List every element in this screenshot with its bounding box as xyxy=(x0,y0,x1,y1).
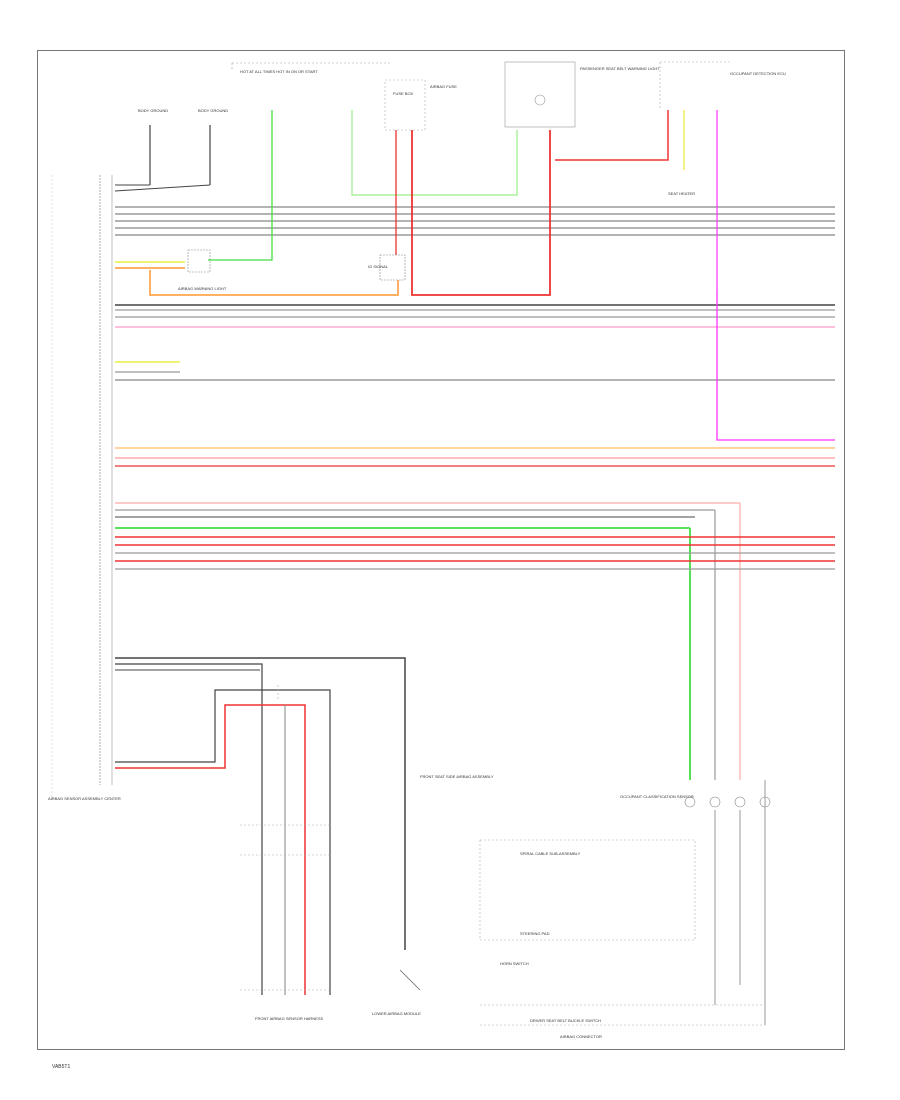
warning-light-box: AIRBAG WARNING LIGHT xyxy=(178,249,227,291)
seatbelt-buckle-label: DRIVER SEAT BELT BUCKLE SWITCH xyxy=(530,1018,601,1023)
sensor-b-label: BODY GROUND xyxy=(198,108,228,113)
front-sensor-harness-label: FRONT AIRBAG SENSOR HARNESS xyxy=(255,1016,323,1021)
side-airbag-group: FRONT SEAT SIDE AIRBAG ASSEMBLY LOWER AI… xyxy=(372,774,494,1016)
orange-label: AIRBAG WARNING LIGHT xyxy=(178,286,227,291)
fuse-box: FUSE BOX AIRBAG FUSE xyxy=(384,79,457,131)
ig-relay-box: IG SIGNAL xyxy=(368,254,406,281)
seat-heater-label: SEAT HEATER xyxy=(668,191,695,196)
lower-module-label: LOWER AIRBAG MODULE xyxy=(372,1011,421,1016)
top-grounds: BODY GROUND BODY GROUND xyxy=(114,108,228,192)
airbag-connector-label: AIRBAG CONNECTOR xyxy=(560,1034,602,1039)
side-airbag-label: FRONT SEAT SIDE AIRBAG ASSEMBLY xyxy=(420,774,494,779)
fuse-box-label: FUSE BOX xyxy=(393,91,414,96)
passenger-unit-box: PASSENGER SEAT BELT WARNING LIGHT xyxy=(504,61,660,128)
passenger-detect-box: OCCUPANT DETECTION ECU SEAT HEATER xyxy=(659,61,786,196)
steering-pad-label: STEERING PAD xyxy=(520,931,550,936)
passenger-unit-label: PASSENGER SEAT BELT WARNING LIGHT xyxy=(580,66,660,71)
spiral-cable-label: SPIRAL CABLE SUB-ASSEMBLY xyxy=(520,851,581,856)
occupant-sensor-label: OCCUPANT CLASSIFICATION SENSOR xyxy=(620,794,694,799)
bus-wires xyxy=(115,206,835,780)
passenger-detect-label: OCCUPANT DETECTION ECU xyxy=(730,71,786,76)
top-fuse-label: HOT AT ALL TIMES HOT IN ON OR START xyxy=(240,69,318,74)
ig-relay-label: IG SIGNAL xyxy=(368,264,389,269)
horn-switch-label: HORN SWITCH xyxy=(500,961,529,966)
top-risers xyxy=(208,110,718,296)
page-id: VAB5T1 xyxy=(52,1064,71,1070)
center-module-label: AIRBAG SENSOR ASSEMBLY CENTER xyxy=(48,796,121,801)
sensor-a-label: BODY GROUND xyxy=(138,108,168,113)
lower-harness: FRONT AIRBAG SENSOR HARNESS xyxy=(115,657,406,1021)
center-module-connector: AIRBAG SENSOR ASSEMBLY CENTER xyxy=(48,175,121,801)
top-fuse-group: HOT AT ALL TIMES HOT IN ON OR START xyxy=(231,62,390,74)
lower-right-group: OCCUPANT CLASSIFICATION SENSOR SPIRAL CA… xyxy=(479,780,771,1039)
diagram-frame xyxy=(37,50,845,1050)
airbag-fuse-label: AIRBAG FUSE xyxy=(430,84,457,89)
